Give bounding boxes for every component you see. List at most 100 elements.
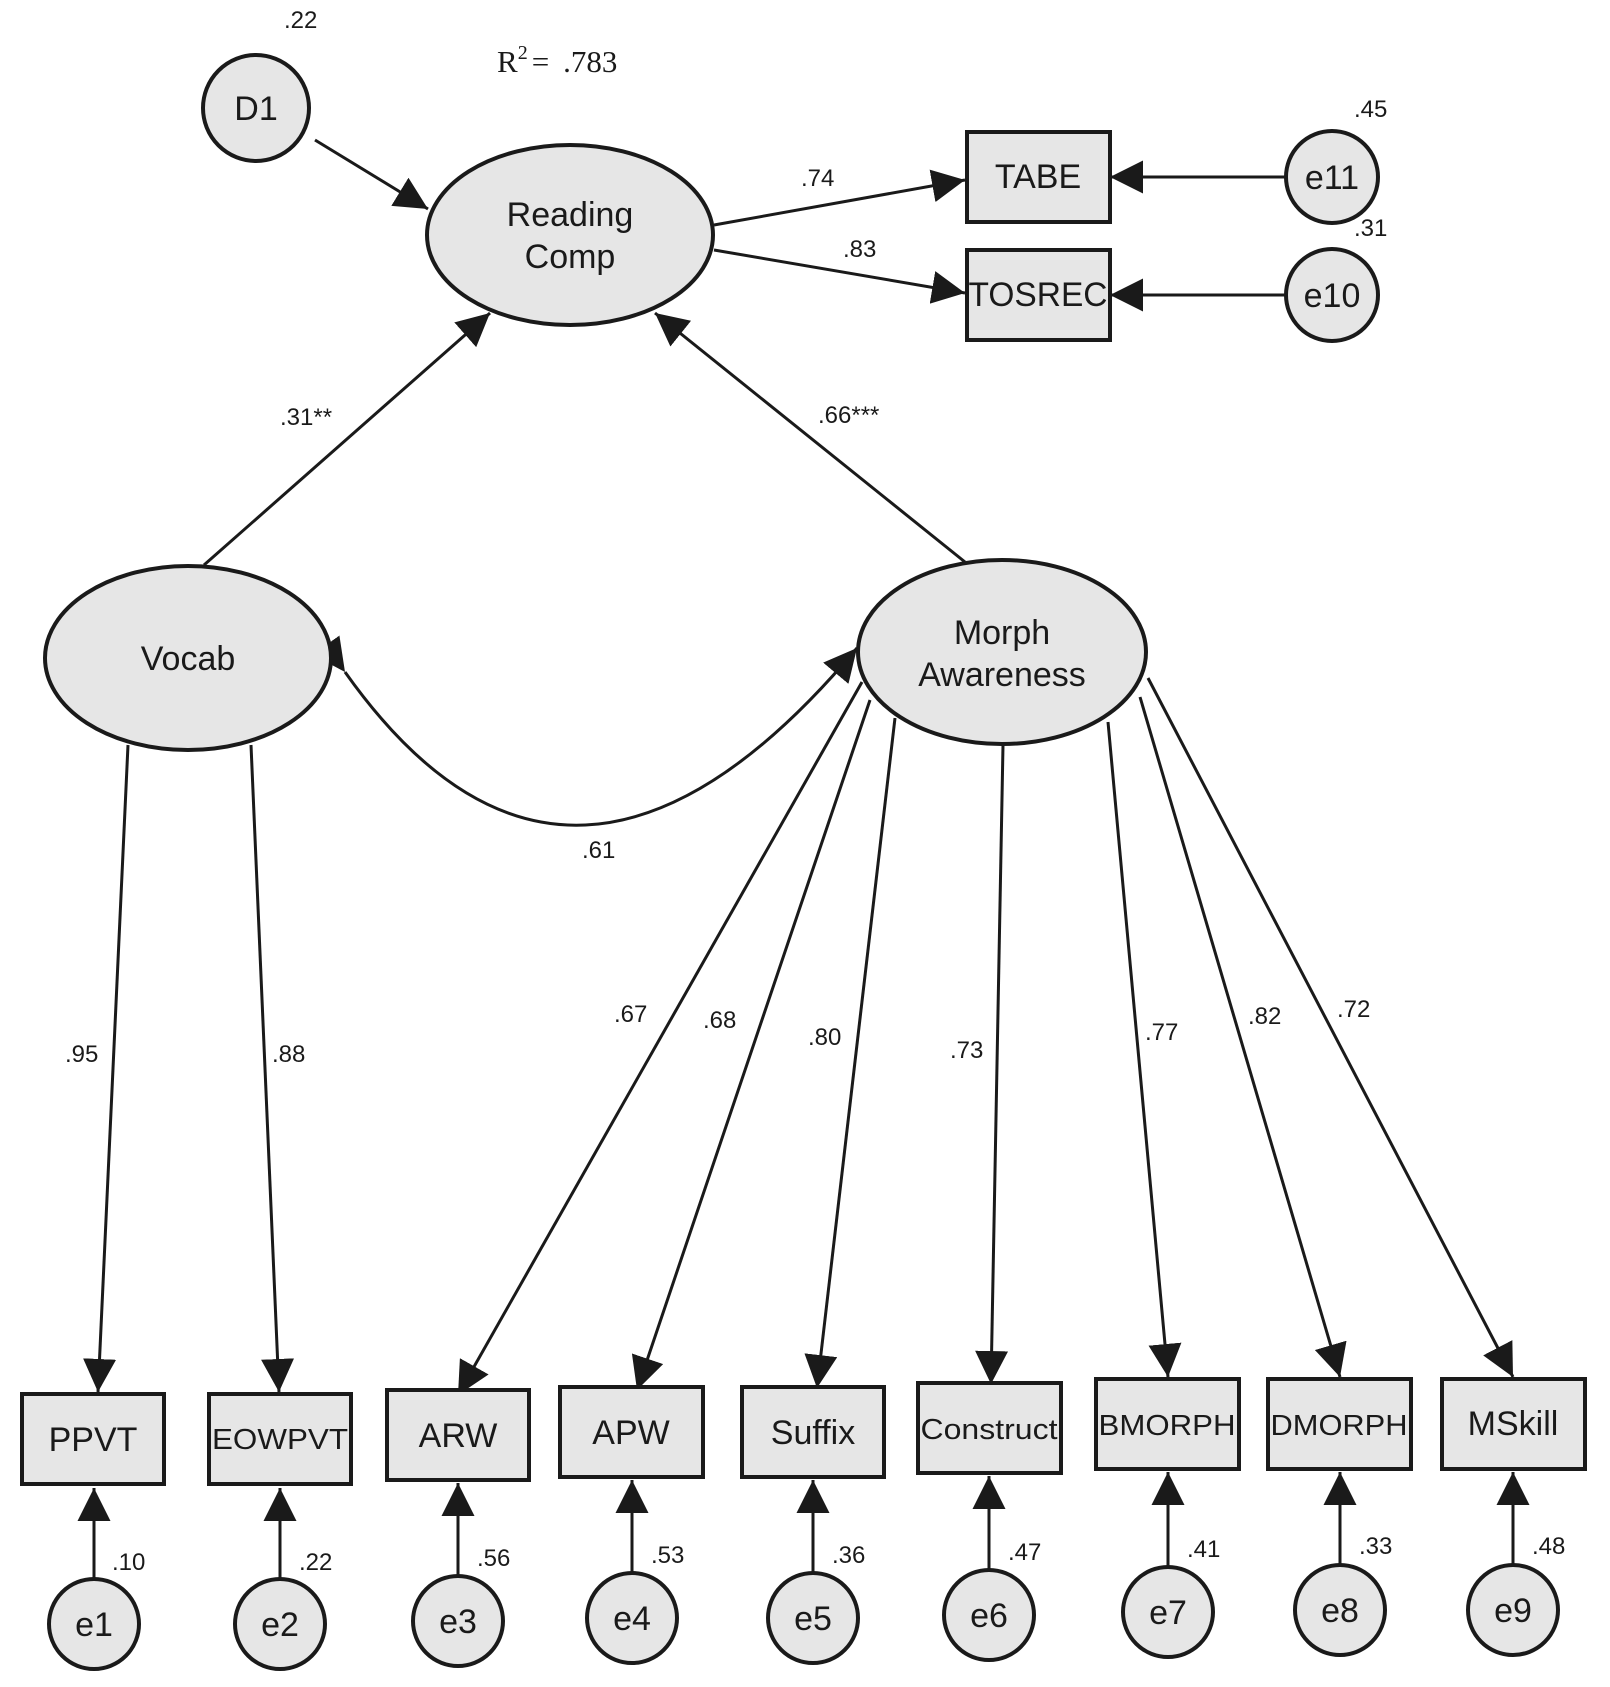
node-e4-label: e4: [613, 1600, 651, 1638]
node-vocab: Vocab: [43, 564, 333, 752]
node-tosrec: TOSREC: [965, 248, 1112, 342]
coef-e8-variance: .33: [1359, 1533, 1392, 1560]
coef-morph-to-dmorph: .82: [1248, 1003, 1281, 1030]
node-reading-comp: Reading Comp: [425, 143, 715, 327]
edge-vocab-to-ppvt: [83, 744, 130, 1393]
node-apw: APW: [558, 1385, 705, 1479]
node-construct: Construct: [916, 1381, 1063, 1475]
node-reading-comp-label-line2: Comp: [525, 238, 616, 276]
coef-e2-variance: .22: [299, 1549, 332, 1576]
coef-e4-variance: .53: [651, 1542, 684, 1569]
node-suffix-label: Suffix: [771, 1414, 855, 1452]
edge-vocab-to-reading-comp: [203, 311, 491, 567]
node-d1: D1: [201, 53, 311, 163]
node-e11: e11: [1284, 129, 1380, 225]
node-e6-label: e6: [970, 1597, 1008, 1635]
node-apw-label: APW: [592, 1414, 669, 1452]
coef-vocab-morph-covariance: .61: [582, 837, 615, 864]
edge-morph-to-dmorph: [1138, 696, 1347, 1378]
node-e5-label: e5: [794, 1600, 832, 1638]
node-eowpvt: EOWPVT: [207, 1392, 353, 1486]
coef-morph-to-arw: .67: [614, 1001, 647, 1028]
node-bmorph: BMORPH: [1094, 1377, 1241, 1471]
coef-morph-to-construct: .73: [950, 1037, 983, 1064]
node-e6: e6: [942, 1568, 1036, 1662]
r-squared-annotation: R2= .783: [497, 42, 617, 79]
node-ppvt: PPVT: [20, 1392, 166, 1486]
edge-morph-to-mskill: [1146, 677, 1515, 1378]
node-d1-label: D1: [234, 90, 277, 128]
node-construct-label: Construct: [921, 1414, 1058, 1446]
node-tosrec-label: TOSREC: [969, 276, 1108, 314]
coef-rc-to-tabe: .74: [801, 165, 834, 192]
node-e9: e9: [1466, 1563, 1560, 1657]
coef-morph-to-rc: .66***: [818, 402, 879, 429]
r-squared-exponent: 2: [518, 42, 528, 64]
edge-morph-to-reading-comp: [654, 311, 966, 564]
r-squared-value: .783: [563, 44, 617, 79]
node-e3-label: e3: [439, 1603, 477, 1641]
node-e1-label: e1: [75, 1606, 113, 1644]
node-arw-label: ARW: [419, 1417, 498, 1455]
edge-morph-to-apw: [631, 699, 872, 1391]
node-mskill-label: MSkill: [1468, 1405, 1559, 1443]
node-e7: e7: [1121, 1565, 1215, 1659]
r-squared-equals: =: [532, 44, 549, 79]
coef-e6-variance: .47: [1008, 1539, 1041, 1566]
coef-vocab-to-ppvt: .95: [65, 1041, 98, 1068]
coef-e9-variance: .48: [1532, 1533, 1565, 1560]
node-dmorph: DMORPH: [1266, 1377, 1413, 1471]
edge-morph-to-bmorph: [1106, 721, 1182, 1378]
edge-reading-comp-to-tosrec: [713, 248, 966, 304]
coef-morph-to-apw: .68: [703, 1007, 736, 1034]
node-e7-label: e7: [1149, 1594, 1187, 1632]
coef-e11-variance: .45: [1354, 96, 1387, 123]
edge-reading-comp-to-tabe: [713, 169, 966, 227]
node-reading-comp-label-line1: Reading: [507, 196, 634, 234]
edge-vocab-to-eowpvt: [249, 744, 295, 1393]
node-e2-label: e2: [261, 1606, 299, 1644]
node-morph-awareness-label-line1: Morph: [954, 614, 1050, 652]
edge-morph-to-arw: [456, 681, 864, 1396]
node-e11-label: e11: [1305, 159, 1359, 197]
node-e10: e10: [1284, 247, 1380, 343]
node-suffix: Suffix: [740, 1385, 886, 1479]
coef-vocab-to-rc: .31**: [280, 404, 332, 431]
node-e3: e3: [411, 1574, 505, 1668]
node-eowpvt-label: EOWPVT: [212, 1424, 348, 1456]
coef-vocab-to-eowpvt: .88: [272, 1041, 305, 1068]
node-dmorph-label: DMORPH: [1271, 1410, 1408, 1442]
node-tabe: TABE: [965, 130, 1112, 224]
node-e8-label: e8: [1321, 1592, 1359, 1630]
node-e2: e2: [233, 1577, 327, 1671]
node-mskill: MSkill: [1440, 1377, 1587, 1471]
node-morph-awareness-label-line2: Awareness: [918, 656, 1086, 694]
node-e5: e5: [766, 1571, 860, 1665]
node-arw: ARW: [385, 1388, 531, 1482]
edge-d1-to-reading-comp: [314, 138, 429, 211]
node-e8: e8: [1293, 1563, 1387, 1657]
edge-morph-to-construct: [975, 744, 1009, 1385]
edge-morph-to-suffix: [804, 717, 897, 1389]
edge-vocab-morph-covariance: [312, 635, 859, 827]
node-e1: e1: [47, 1577, 141, 1671]
node-bmorph-label: BMORPH: [1099, 1410, 1236, 1442]
node-e10-label: e10: [1304, 277, 1361, 315]
r-squared-letter: R: [497, 44, 518, 79]
coef-d1-variance: .22: [284, 7, 317, 34]
coef-rc-to-tosrec: .83: [843, 236, 876, 263]
coef-e1-variance: .10: [112, 1549, 145, 1576]
coef-morph-to-suffix: .80: [808, 1024, 841, 1051]
coef-e7-variance: .41: [1187, 1536, 1220, 1563]
coef-e5-variance: .36: [832, 1542, 865, 1569]
coef-e3-variance: .56: [477, 1545, 510, 1572]
coef-morph-to-mskill: .72: [1337, 996, 1370, 1023]
node-ppvt-label: PPVT: [49, 1421, 138, 1459]
node-e9-label: e9: [1494, 1592, 1532, 1630]
node-morph-awareness: Morph Awareness: [856, 558, 1148, 746]
node-vocab-label: Vocab: [141, 640, 236, 678]
coef-morph-to-bmorph: .77: [1145, 1019, 1178, 1046]
coef-e10-variance: .31: [1354, 215, 1387, 242]
node-e4: e4: [585, 1571, 679, 1665]
